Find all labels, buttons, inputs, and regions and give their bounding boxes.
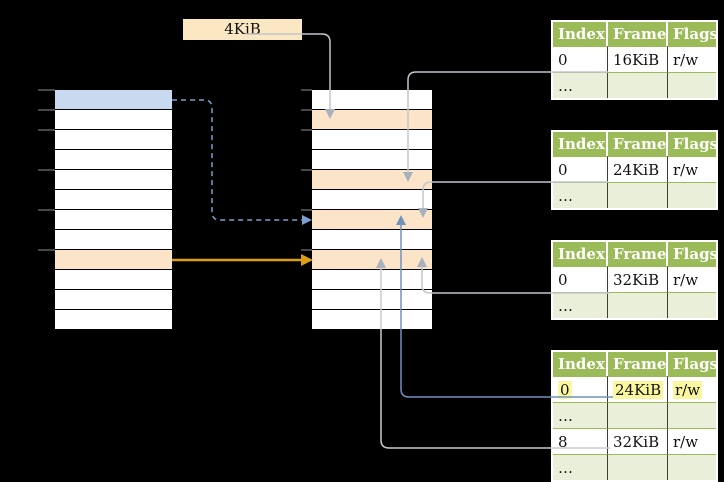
cell-index: 0 <box>553 266 608 292</box>
highlight-mark: r/w <box>673 380 703 399</box>
virtual-page-cell <box>55 310 172 330</box>
col-header-frame: Frame <box>608 132 668 156</box>
physical-address-ticks <box>301 89 312 251</box>
table-row-highlighted: 0 24KiB r/w <box>553 376 716 402</box>
col-header-flags: Flags <box>668 132 718 156</box>
virtual-page-cell-mapped-blue <box>55 90 172 110</box>
cell-flags: r/w <box>668 428 716 454</box>
physical-frame-cell <box>312 230 432 250</box>
col-header-frame: Frame <box>608 352 668 376</box>
cell-frame: 32KiB <box>608 428 668 454</box>
col-header-index: Index <box>553 352 608 376</box>
page-table-1: Index Frame Flags 0 16KiB r/w … <box>551 20 718 100</box>
table-row-ellipsis: … <box>553 292 716 318</box>
table-header-row: Index Frame Flags <box>553 242 718 266</box>
table-row: 8 32KiB r/w <box>553 428 716 454</box>
cell-index: 8 <box>553 428 608 454</box>
cell-index: … <box>553 454 608 480</box>
cell-frame: 32KiB <box>608 266 668 292</box>
physical-frame-cell <box>312 290 432 310</box>
cell-frame: 24KiB <box>608 376 668 402</box>
col-header-index: Index <box>553 22 608 46</box>
virtual-address-ticks <box>38 89 55 251</box>
cell-frame <box>608 454 668 480</box>
cell-frame <box>608 72 668 98</box>
virtual-page-cell <box>55 150 172 170</box>
table-row-ellipsis: … <box>553 402 716 428</box>
page-table-4: Index Frame Flags 0 24KiB r/w … 8 32KiB … <box>551 350 718 482</box>
virtual-page-cell <box>55 190 172 210</box>
virtual-page-cell <box>55 210 172 230</box>
virtual-page-cell <box>55 110 172 130</box>
virtual-page-cell <box>55 170 172 190</box>
table-row: 0 24KiB r/w <box>553 156 716 182</box>
cell-index: … <box>553 402 608 428</box>
cell-flags <box>668 72 716 98</box>
physical-memory-column <box>312 90 432 330</box>
physical-frame-cell-used <box>312 170 432 190</box>
virtual-page-cell <box>55 290 172 310</box>
col-header-index: Index <box>553 132 608 156</box>
highlight-mark: 24KiB <box>613 380 664 399</box>
page-table-3: Index Frame Flags 0 32KiB r/w … <box>551 240 718 320</box>
col-header-index: Index <box>553 242 608 266</box>
cell-flags <box>668 182 716 208</box>
cell-index: … <box>553 182 608 208</box>
virtual-page-cell <box>55 270 172 290</box>
col-header-flags: Flags <box>668 352 718 376</box>
physical-frame-cell-used <box>312 210 432 230</box>
arrow-virtual-orange-to-frame <box>172 254 313 266</box>
table-header-row: Index Frame Flags <box>553 132 718 156</box>
table-header-row: Index Frame Flags <box>553 352 718 376</box>
page-table-2: Index Frame Flags 0 24KiB r/w … <box>551 130 718 210</box>
table-row-ellipsis: … <box>553 182 716 208</box>
cell-index: … <box>553 292 608 318</box>
physical-frame-cell-used <box>312 110 432 130</box>
cell-flags: r/w <box>668 376 716 402</box>
table-row: 0 16KiB r/w <box>553 46 716 72</box>
cell-frame <box>608 402 668 428</box>
cell-flags <box>668 454 716 480</box>
virtual-page-cell <box>55 230 172 250</box>
physical-frame-cell <box>312 270 432 290</box>
col-header-flags: Flags <box>668 22 718 46</box>
cell-flags: r/w <box>668 46 716 72</box>
arrow-virtual-blue-to-frame <box>172 99 312 225</box>
cell-flags: r/w <box>668 266 716 292</box>
table-header-row: Index Frame Flags <box>553 22 718 46</box>
virtual-page-cell-mapped-orange <box>55 250 172 270</box>
cell-index: 0 <box>553 376 608 402</box>
cell-index: 0 <box>553 156 608 182</box>
cell-flags <box>668 402 716 428</box>
physical-frame-cell <box>312 130 432 150</box>
table-row-ellipsis: … <box>553 454 716 480</box>
table-row-ellipsis: … <box>553 72 716 98</box>
highlight-mark: 0 <box>558 380 572 399</box>
cell-flags: r/w <box>668 156 716 182</box>
virtual-memory-column <box>55 90 172 330</box>
virtual-page-cell <box>55 130 172 150</box>
col-header-flags: Flags <box>668 242 718 266</box>
physical-frame-cell <box>312 150 432 170</box>
physical-frame-cell <box>312 310 432 330</box>
physical-frame-cell <box>312 90 432 110</box>
cell-frame <box>608 182 668 208</box>
physical-frame-cell <box>312 190 432 210</box>
cell-flags <box>668 292 716 318</box>
page-size-label: 4KiB <box>183 19 302 40</box>
cell-frame <box>608 292 668 318</box>
col-header-frame: Frame <box>608 242 668 266</box>
physical-frame-cell-used <box>312 250 432 270</box>
cell-frame: 24KiB <box>608 156 668 182</box>
cell-index: 0 <box>553 46 608 72</box>
table-row: 0 32KiB r/w <box>553 266 716 292</box>
cell-frame: 16KiB <box>608 46 668 72</box>
cell-index: … <box>553 72 608 98</box>
col-header-frame: Frame <box>608 22 668 46</box>
